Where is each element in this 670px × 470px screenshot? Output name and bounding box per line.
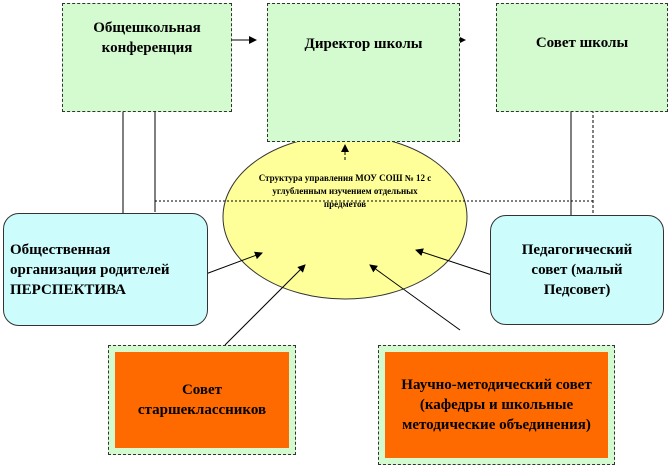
arrow-methodical-center bbox=[369, 264, 461, 331]
center-label: Структура управления МОУ СОШ № 12 с углу… bbox=[258, 173, 432, 209]
node-label: Общественная организация родителей ПЕРСП… bbox=[10, 241, 170, 298]
node-methodical: Научно-методический совет (кафедры и шко… bbox=[378, 345, 615, 465]
node-label: Директор школы bbox=[304, 36, 423, 52]
node-parents: Общественная организация родителей ПЕРСП… bbox=[3, 213, 208, 326]
node-school-council: Совет школы bbox=[496, 3, 668, 112]
arrow-pedagogical-center bbox=[415, 248, 493, 276]
node-conference: Общешкольная конференция bbox=[62, 3, 232, 112]
node-label: Общешкольная конференция bbox=[93, 19, 201, 56]
node-pedagogical: Педагогический совет (малый Педсовет) bbox=[490, 215, 664, 325]
arrow-seniors-center bbox=[224, 264, 306, 346]
node-label: Совет школы bbox=[535, 34, 629, 51]
node-label: Педагогический совет (малый Педсовет) bbox=[521, 242, 633, 298]
node-label: Научно-методический совет (кафедры и шко… bbox=[401, 377, 592, 433]
arrow-parents-center bbox=[202, 251, 263, 276]
node-director: Директор школы bbox=[267, 3, 460, 142]
node-label: Совет старшеклассников bbox=[137, 382, 267, 418]
node-seniors: Совет старшеклассников bbox=[108, 345, 296, 455]
